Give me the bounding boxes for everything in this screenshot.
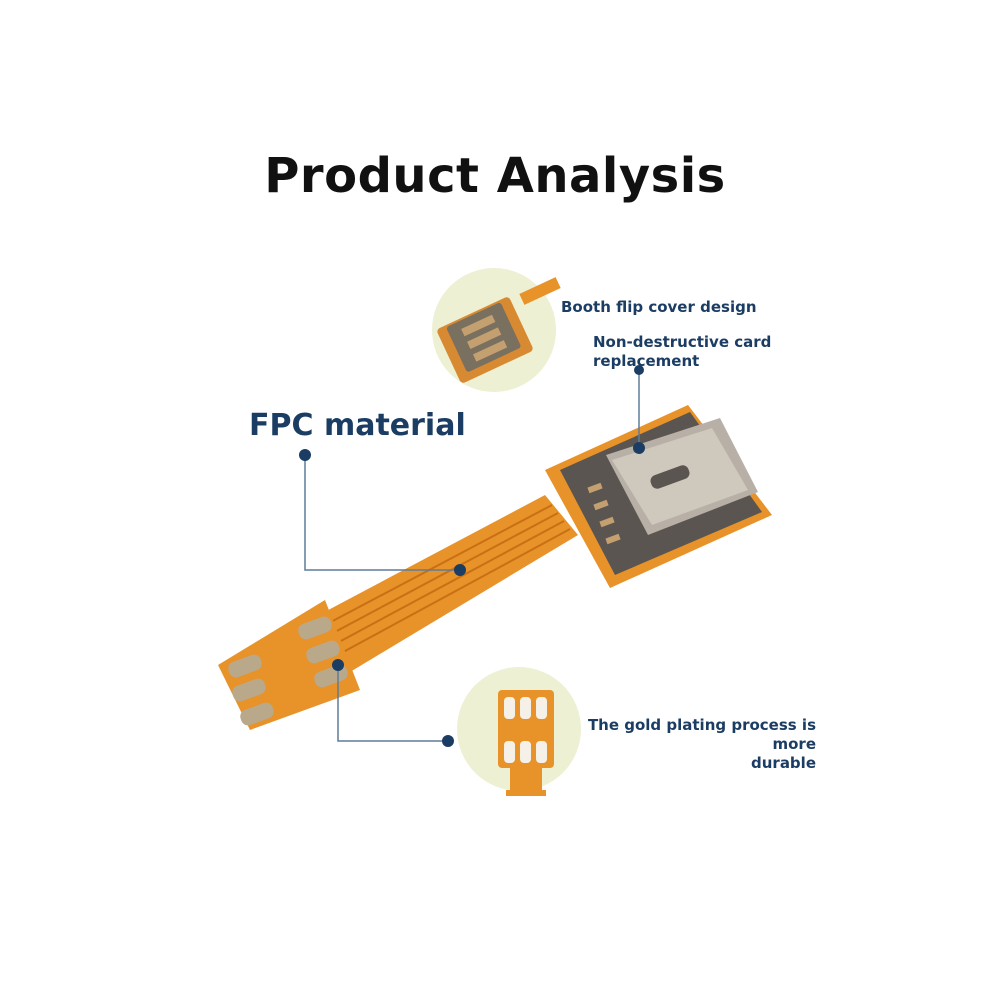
- fpc-material-label: FPC material: [249, 408, 466, 443]
- gold-plating-label: The gold plating process is more durable: [566, 716, 816, 773]
- flip-cover-label: Booth flip cover design: [561, 298, 757, 317]
- gold-plating-line2: durable: [751, 754, 816, 772]
- leader-lines: [304, 370, 640, 742]
- gold-callout-dot: [442, 735, 454, 747]
- flip-cover-text: Booth flip cover design: [561, 298, 757, 316]
- non-destructive-line2: replacement: [593, 352, 700, 370]
- fpc-anchor-dot: [454, 564, 466, 576]
- fpc-adapter-image: [218, 405, 772, 730]
- gold-contacts-inset-image: [498, 690, 554, 796]
- gold-plating-line1: The gold plating process is more: [587, 716, 816, 753]
- non-destructive-line1: Non-destructive card: [593, 333, 772, 351]
- non-destructive-label: Non-destructive card replacement: [593, 333, 771, 371]
- flip-anchor-dot: [633, 442, 645, 454]
- flip-cover-inset-image: [437, 277, 561, 383]
- page-title: Product Analysis: [264, 148, 726, 204]
- fpc-callout-dot: [299, 449, 311, 461]
- flip-callout-dot: [634, 365, 644, 375]
- gold-anchor-dot: [332, 659, 344, 671]
